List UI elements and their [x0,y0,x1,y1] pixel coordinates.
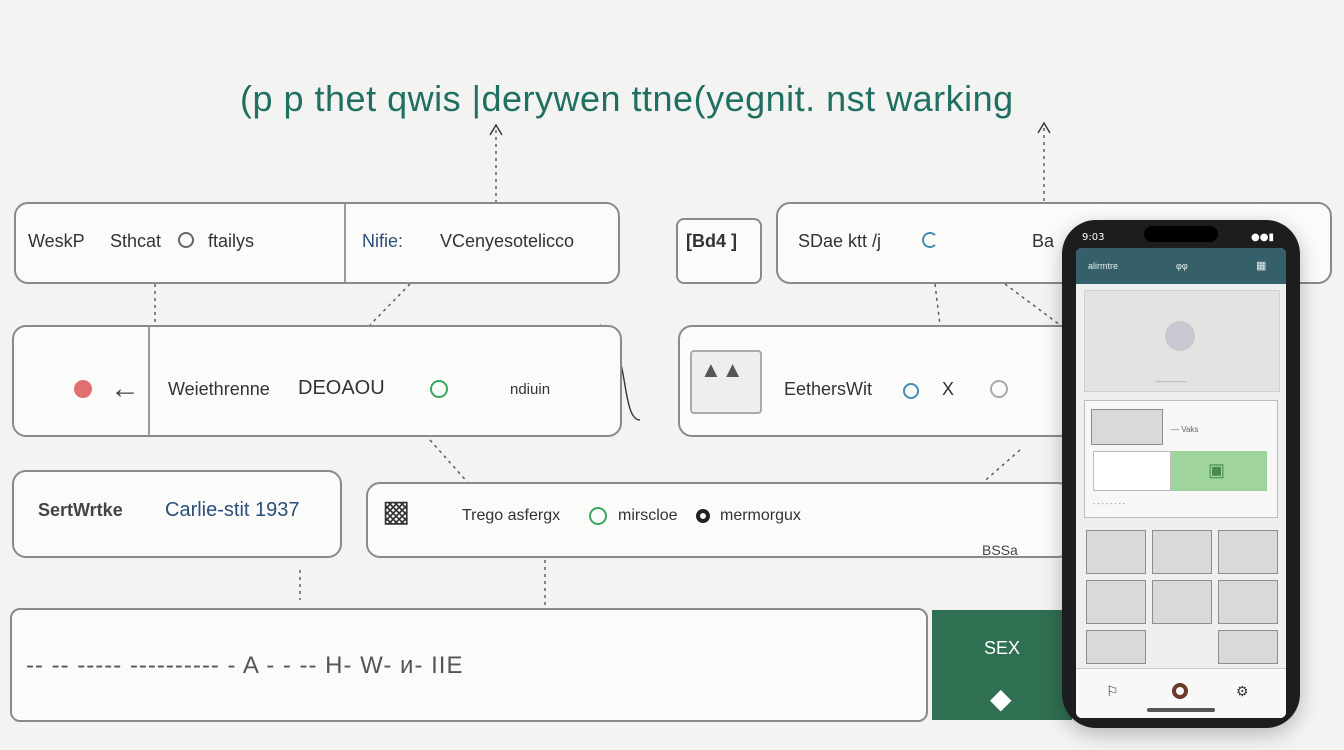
grid-thumb-6[interactable] [1218,580,1278,624]
card-green-icon: ▣ [1208,460,1226,480]
loading-icon [922,232,938,248]
radio-option-2[interactable] [696,509,710,523]
connector-2b [979,449,1021,486]
grid-thumb-4[interactable] [1086,580,1146,624]
row2-left-value: DEOAOU [298,377,385,399]
grid-thumb-3[interactable] [1218,530,1278,574]
info-icon [903,383,919,399]
phone-home-indicator [1147,708,1215,712]
grid-thumb-1[interactable] [1086,530,1146,574]
radio-option-1[interactable] [589,507,607,525]
card-caption: - - - - - - - - [1093,501,1126,508]
phone-app-bar: alirmtre φφ ▦ [1076,248,1286,284]
phone-notch [1144,226,1218,242]
row1-mid-label: Nifie: [362,231,404,251]
row1-card-label: [Bd4 ] [686,231,737,251]
arrow-title-right [1037,121,1051,134]
row4-panel-label: SEX [984,638,1021,658]
phone-screen: alirmtre φφ ▦ ------------ — Vaks ▣ - - … [1076,248,1286,718]
connector-2a [429,439,471,486]
row1-card-box [676,218,762,284]
row3-mid-label: Trego asfergx [462,507,561,524]
arrow-title-left [489,123,503,136]
menu-icon[interactable]: ▦ [1256,260,1267,272]
row3-left-box [12,470,342,558]
status-ring-green [430,380,448,398]
card-row-green: ▣ [1171,451,1267,491]
connector-1c [934,283,941,326]
document-icon: ▩ [382,495,411,528]
signal-icon: ●●▮ [1251,232,1274,243]
row2-right-label: EethersWit [784,379,873,399]
phone-status-bar: 9:03 ●●▮ [1082,232,1282,243]
row2-image-card [690,350,762,414]
row1-label-3: ftailys [208,231,255,251]
row1-mid-value: VCenyesotelicco [440,231,575,251]
row1-label-2: Sthcat [110,231,162,251]
card-label: — Vaks [1171,425,1199,434]
row3-left-label: SertWrtke [38,500,123,520]
row4-box [10,608,928,722]
row2-right-glyph: X [942,379,955,399]
grid-thumb-7[interactable] [1086,630,1146,664]
diagram-title: (p p thet qwis |derywen ttne(yegnit. nst… [240,78,1014,119]
card-thumbnail [1091,409,1163,445]
row2-left-extra: ndiuin [510,381,551,398]
row2-left-box [12,325,622,437]
row1-right-label: SDae ktt /j [798,231,882,251]
back-arrow-icon[interactable]: ← [110,372,140,405]
row3-option-1: mirscloe [618,507,678,524]
connector-1d [1004,283,1061,326]
row2-left-label: Weiethrenne [168,379,270,399]
row1-label-1: WeskP [28,231,85,251]
row1-left-box [14,202,620,284]
status-dot-red [74,380,92,398]
card-row-white [1093,451,1171,491]
grid-thumb-5[interactable] [1152,580,1212,624]
appbar-mid-label: φφ [1176,261,1188,271]
search-icon [178,232,194,248]
row4-green-panel: SEX ◆ [932,610,1072,720]
row3-option-2: mermorgux [720,507,801,524]
image-icon: ▲▲ [700,357,744,382]
row1-right-end: Ba [1032,231,1055,251]
phone-hero-image: ------------ [1084,290,1280,392]
hero-image-icon [1165,321,1195,351]
row3-left-value: Carlie-stit 1937 [165,499,300,521]
connector-1b [369,283,411,326]
grid-thumb-2[interactable] [1152,530,1212,574]
row3-mid-box [366,482,1072,558]
status-time: 9:03 [1082,232,1105,243]
nav-home-icon[interactable]: ⚐ [1106,683,1119,699]
hero-caption: ------------ [1155,377,1187,386]
grid-thumb-8[interactable] [1218,630,1278,664]
phone-card[interactable]: — Vaks ▣ - - - - - - - - [1084,400,1278,518]
nav-settings-icon[interactable]: ⚙ [1236,683,1249,699]
diamond-icon: ◆ [990,683,1012,714]
row3-tag: BSSa [982,542,1018,558]
row4-text: -- -- ----- ---------- - A - - -- H- W- … [26,652,464,679]
appbar-left-label: alirmtre [1088,261,1119,271]
toggle-icon[interactable] [990,380,1008,398]
phone-mockup: 9:03 ●●▮ alirmtre φφ ▦ ------------ — Va… [1062,220,1300,728]
nav-profile-icon[interactable] [1172,683,1188,699]
